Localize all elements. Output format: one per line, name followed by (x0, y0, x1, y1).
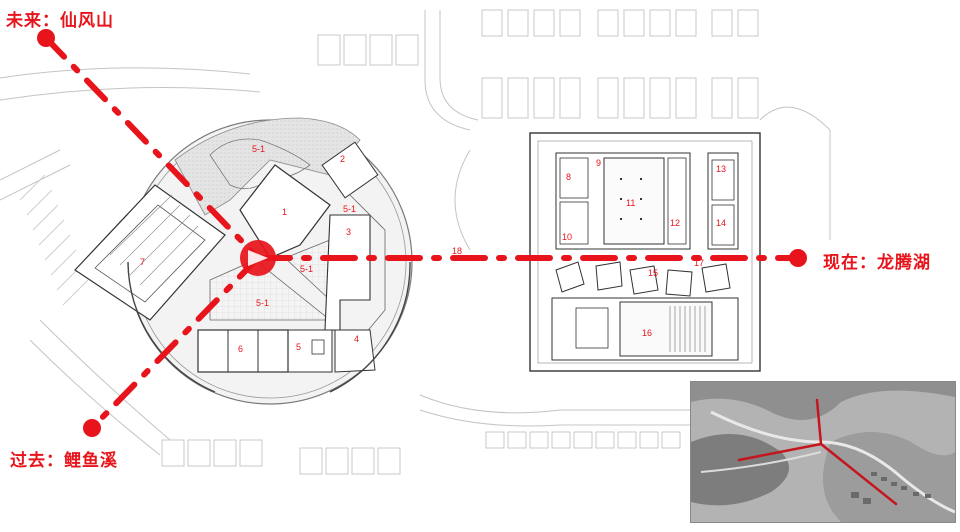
past-node (83, 419, 101, 437)
room-number: 5-1 (300, 264, 313, 274)
axis-past (89, 255, 261, 431)
room-number: 2 (340, 154, 345, 164)
room-numbers: 1 2 3 4 5 5-1 5-1 5-1 5-1 6 7 8 9 10 11 … (140, 144, 726, 354)
parking-row-left-top (317, 34, 419, 66)
room-number: 5-1 (252, 144, 265, 154)
room-number: 3 (346, 227, 351, 237)
present-node (789, 249, 807, 267)
room-number: 10 (562, 232, 572, 242)
parking-row-bottom-left (161, 439, 401, 475)
future-node (37, 29, 55, 47)
room-number: 7 (140, 257, 145, 267)
room-number: 5-1 (256, 298, 269, 308)
room-number: 1 (282, 207, 287, 217)
room-number: 17 (694, 258, 704, 268)
label-present: 现在：龙腾湖 (823, 253, 931, 273)
room-number: 14 (716, 218, 726, 228)
room-number: 9 (596, 158, 601, 168)
parking-area (161, 9, 759, 475)
room-number: 5-1 (343, 204, 356, 214)
axis-endpoints (37, 29, 807, 437)
diagonal-parking-left (19, 174, 89, 306)
label-future: 未来：仙风山 (6, 11, 114, 31)
room-number: 5 (296, 342, 301, 352)
aerial-inset-map (690, 381, 956, 523)
room-number: 13 (716, 164, 726, 174)
room-number: 16 (642, 328, 652, 338)
room-number: 11 (626, 198, 635, 208)
inset-axis-lines (737, 398, 898, 506)
central-hub (240, 240, 276, 276)
parking-row-top (481, 9, 759, 37)
parking-row-bottom (485, 431, 681, 449)
room-number: 15 (648, 268, 658, 278)
room-number: 12 (670, 218, 680, 228)
road-lines (0, 10, 831, 456)
east-building (529, 132, 761, 372)
axis-lines (43, 35, 801, 431)
room-number: 6 (238, 344, 243, 354)
room-number: 18 (452, 246, 462, 256)
parking-row-mid (481, 77, 759, 119)
label-past: 过去：鲤鱼溪 (10, 451, 118, 471)
room-number: 8 (566, 172, 571, 182)
axis-future (43, 35, 261, 261)
room-number: 4 (354, 334, 359, 344)
